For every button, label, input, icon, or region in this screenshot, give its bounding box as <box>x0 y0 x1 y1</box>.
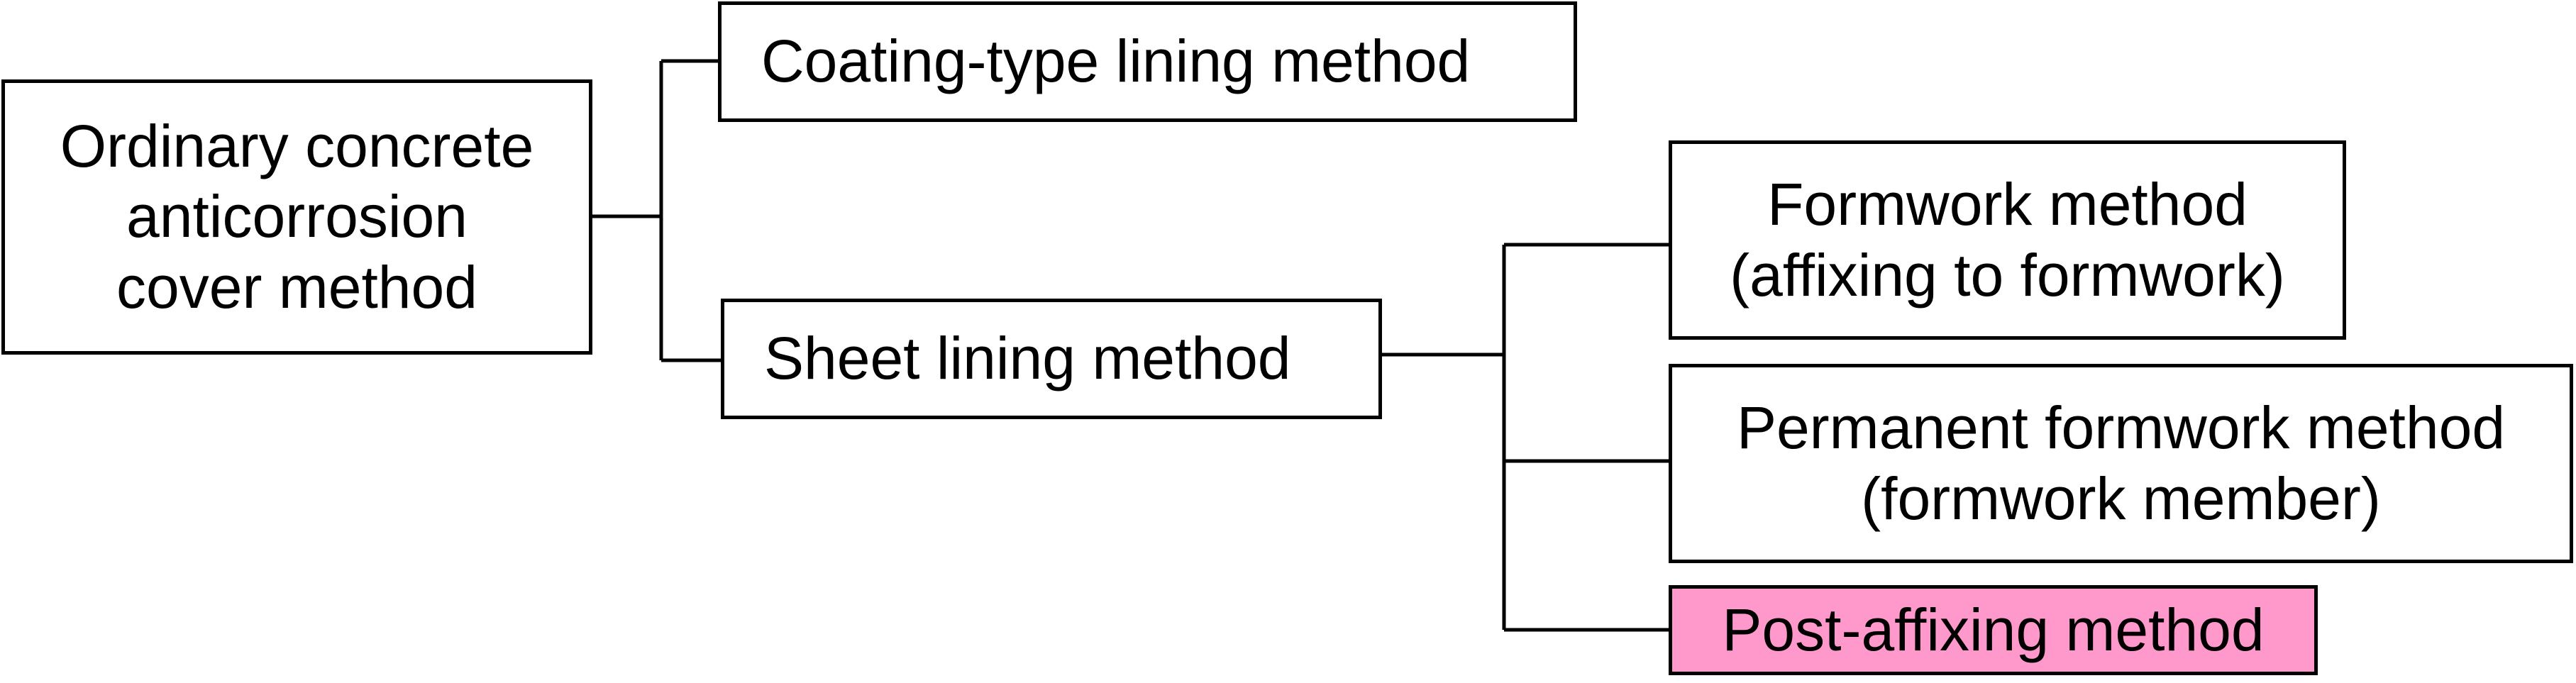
coating-type-label: Coating-type lining method <box>761 28 1471 95</box>
root-node-line-2: anticorrosion <box>126 183 468 250</box>
sheet-lining-label: Sheet lining method <box>764 325 1291 392</box>
permanent-formwork-line-1: Permanent formwork method <box>1736 394 2506 462</box>
permanent-formwork-line-2: (formwork member) <box>1861 465 2381 532</box>
formwork-method-node: Formwork method (affixing to formwork) <box>1669 140 2346 340</box>
formwork-method-line-2: (affixing to formwork) <box>1730 241 2285 309</box>
root-node: Ordinary concrete anticorrosion cover me… <box>1 79 592 355</box>
sheet-lining-node: Sheet lining method <box>721 299 1382 419</box>
root-node-line-3: cover method <box>116 253 477 321</box>
formwork-method-line-1: Formwork method <box>1767 171 2248 238</box>
post-affixing-label: Post-affixing method <box>1722 596 2265 663</box>
permanent-formwork-node: Permanent formwork method (formwork memb… <box>1669 364 2573 563</box>
post-affixing-node: Post-affixing method <box>1669 585 2318 675</box>
coating-type-node: Coating-type lining method <box>718 1 1577 122</box>
root-node-line-1: Ordinary concrete <box>60 113 534 180</box>
